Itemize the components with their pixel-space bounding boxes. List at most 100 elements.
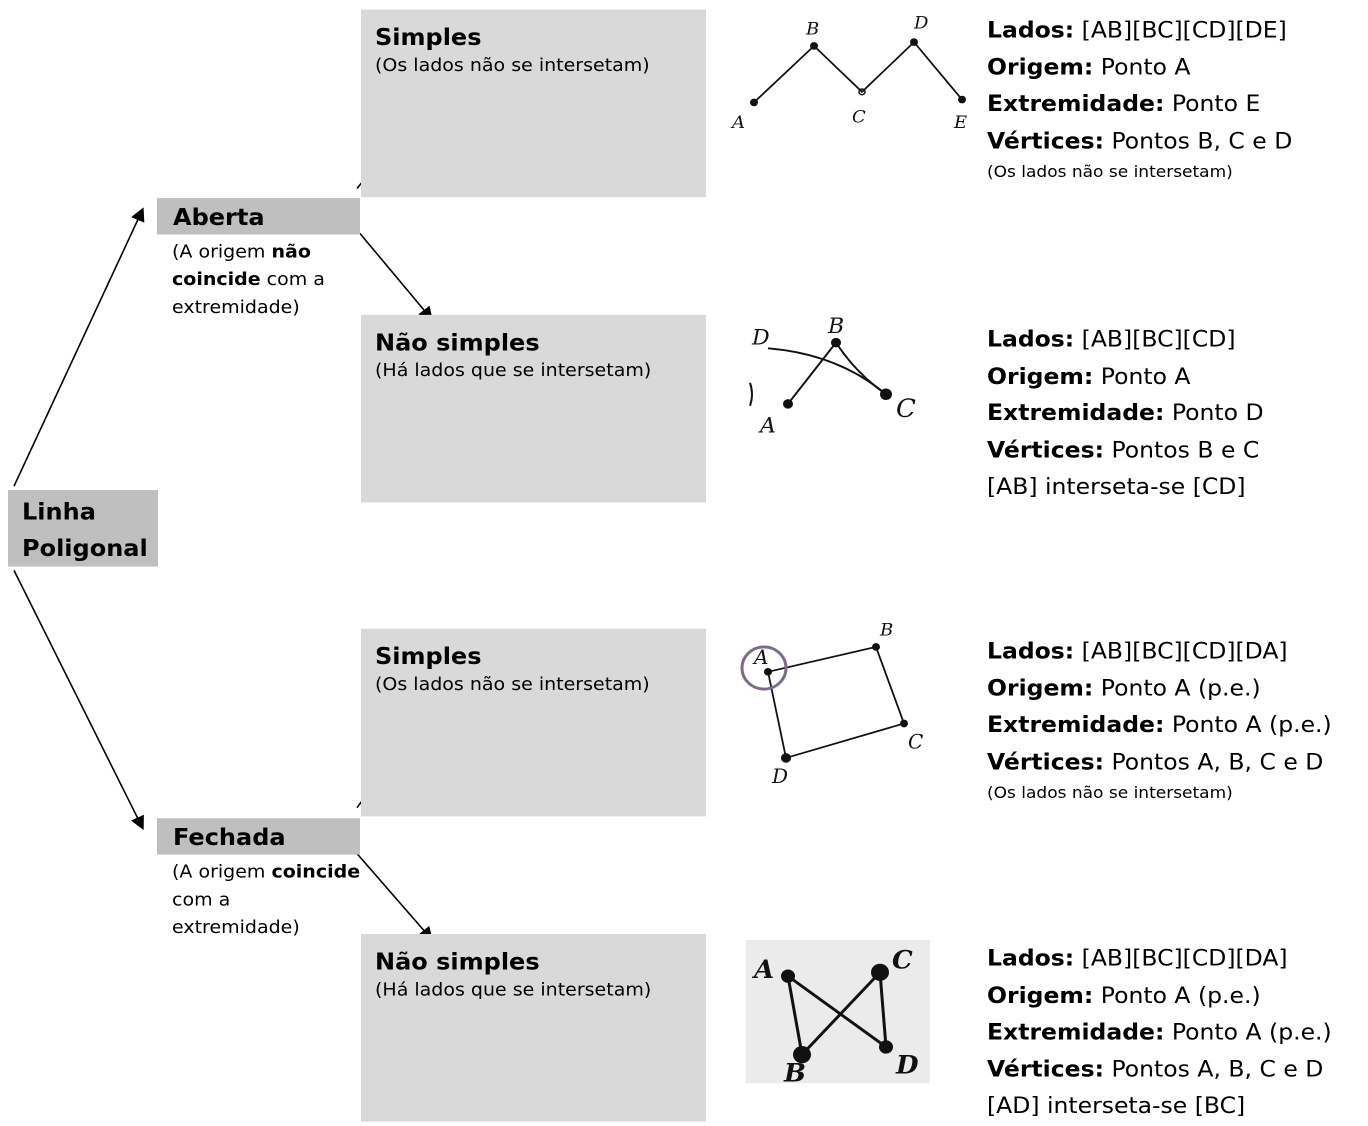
sketch-label: E <box>953 114 967 134</box>
branch-aberta-description: (A origem não coincide com a extremidade… <box>172 238 362 321</box>
sketch-label: B <box>827 316 844 339</box>
info-label: Vértices: <box>987 435 1104 463</box>
info-fechada-simples: Lados: [AB][BC][CD][DA] Origem: Ponto A … <box>987 633 1368 807</box>
concept-map: Linha Poligonal Aberta (A origem não coi… <box>8 9 1368 1122</box>
vertex-c <box>858 88 866 96</box>
arrow-to-aberta <box>13 207 145 487</box>
root-label-line1: Linha <box>22 498 96 526</box>
info-label: Extremidade: <box>987 399 1165 426</box>
sketch-label: A <box>758 414 776 438</box>
sketch-side-bc <box>835 342 887 396</box>
category-subtitle: (Há lados que se intersetam) <box>375 359 652 381</box>
category-title: Simples <box>375 23 482 51</box>
info-value: [AB][BC][CD][DE] <box>1074 16 1287 44</box>
vertex-b <box>831 337 841 348</box>
category-subtitle: (Os lados não se intersetam) <box>375 673 650 695</box>
info-value: [AB][BC][CD][DA] <box>1074 637 1288 665</box>
info-row-lados: Lados: [AB][BC][CD] <box>987 321 1368 358</box>
sketch-side-ab <box>787 342 837 405</box>
info-label: Origem: <box>987 981 1094 1009</box>
vertex-a <box>764 667 772 676</box>
info-row-lados: Lados: [AB][BC][CD][DE] <box>987 11 1368 48</box>
info-value: Pontos A, B, C e D <box>1103 747 1324 775</box>
sketch-polyline <box>753 40 963 104</box>
info-row-vertices: Vértices: Pontos B e C <box>987 431 1368 468</box>
arrow-aberta-nao-simples <box>359 233 433 321</box>
info-value: Ponto A (p.e.) <box>1164 711 1332 738</box>
info-value: Ponto A <box>1093 362 1191 390</box>
info-row-extremidade: Extremidade: Ponto E <box>987 85 1368 122</box>
info-value: Ponto A (p.e.) <box>1164 1018 1332 1046</box>
info-label: Lados: <box>987 325 1075 353</box>
sketch-aberta-nao-simples: A B C D <box>749 316 916 438</box>
info-value: [AB][BC][CD] <box>1074 325 1236 353</box>
info-row-extremidade: Extremidade: Ponto A (p.e.) <box>987 706 1368 743</box>
category-title: Não simples <box>375 948 540 976</box>
branch-fechada-title: Fechada <box>157 818 360 855</box>
info-label: Origem: <box>987 674 1094 702</box>
sketch-label: D <box>895 1050 919 1079</box>
info-row-origem: Origem: Ponto A (p.e.) <box>987 669 1368 706</box>
sketch-side-cd <box>767 347 887 396</box>
vertex-a <box>781 969 795 983</box>
info-label: Lados: <box>987 16 1075 44</box>
sketch-label: A <box>730 114 745 134</box>
sketch-label: B <box>805 20 819 40</box>
category-title: Simples <box>375 643 482 670</box>
info-label: Origem: <box>987 53 1094 80</box>
sketch-label: B <box>879 621 893 641</box>
info-value: Pontos A, B, C e D <box>1103 1055 1324 1082</box>
vertex-d <box>781 753 791 763</box>
desc-text: (A origem <box>172 861 272 883</box>
info-note: (Os lados não se intersetam) <box>987 783 1233 803</box>
category-aberta-simples: Simples (Os lados não se intersetam) <box>361 9 706 198</box>
category-aberta-nao-simples: Não simples (Há lados que se intersetam) <box>361 314 706 503</box>
sketch-label: A <box>752 647 768 669</box>
sketch-label: C <box>852 108 866 128</box>
sketch-stray-mark <box>749 382 753 407</box>
category-subtitle: (Os lados não se intersetam) <box>375 54 650 76</box>
vertex-b <box>810 42 818 50</box>
info-value: Ponto D <box>1164 399 1264 426</box>
info-label: Vértices: <box>987 747 1104 775</box>
sketch-side-ab <box>786 975 804 1055</box>
info-row-origem: Origem: Ponto A <box>987 357 1368 394</box>
vertex-a <box>750 98 758 107</box>
info-fechada-nao-simples: Lados: [AB][BC][CD][DA] Origem: Ponto A … <box>987 940 1368 1124</box>
category-title: Não simples <box>375 329 540 357</box>
info-label: Vértices: <box>987 126 1104 154</box>
sketch-aberta-simples: A B C D E <box>730 14 967 134</box>
info-row-vertices: Vértices: Pontos A, B, C e D <box>987 743 1368 780</box>
desc-text: com a extremidade) <box>172 889 300 938</box>
info-row-lados: Lados: [AB][BC][CD][DA] <box>987 940 1368 977</box>
sketch-fechada-simples: A B C D <box>740 621 923 788</box>
vertex-c <box>900 719 908 728</box>
sketch-label: D <box>913 14 928 34</box>
sketch-polygon <box>766 645 906 760</box>
arrow-to-fechada <box>13 570 144 831</box>
arrow-fechada-nao-simples <box>356 853 433 941</box>
desc-text: com a extremidade) <box>172 268 325 318</box>
info-row-origem: Origem: Ponto A <box>987 48 1368 85</box>
info-label: Origem: <box>987 362 1094 390</box>
sketch-label: D <box>751 326 770 350</box>
vertex-c <box>880 388 892 401</box>
root-node-linha-poligonal: Linha Poligonal <box>8 489 158 567</box>
info-note: [AD] interseta-se [BC] <box>987 1091 1246 1119</box>
info-note: [AB] interseta-se [CD] <box>987 472 1246 500</box>
category-fechada-simples: Simples (Os lados não se intersetam) <box>361 628 706 817</box>
info-value: Ponto A <box>1093 53 1191 80</box>
info-value: Ponto A (p.e.) <box>1093 981 1261 1009</box>
info-row-vertices: Vértices: Pontos A, B, C e D <box>987 1050 1368 1087</box>
info-aberta-simples: Lados: [AB][BC][CD][DE] Origem: Ponto A … <box>987 11 1368 185</box>
desc-bold-text: não coincide <box>172 241 311 290</box>
vertex-e <box>958 95 966 104</box>
root-label-line2: Poligonal <box>22 534 148 562</box>
branch-aberta-title: Aberta <box>157 198 360 235</box>
category-subtitle: (Há lados que se intersetam) <box>375 979 652 1001</box>
info-label: Extremidade: <box>987 1018 1165 1046</box>
info-aberta-nao-simples: Lados: [AB][BC][CD] Origem: Ponto A Extr… <box>987 321 1368 505</box>
branch-fechada-description: (A origem coincide com a extremidade) <box>172 858 362 941</box>
vertex-b <box>872 643 880 651</box>
info-label: Lados: <box>987 944 1075 972</box>
